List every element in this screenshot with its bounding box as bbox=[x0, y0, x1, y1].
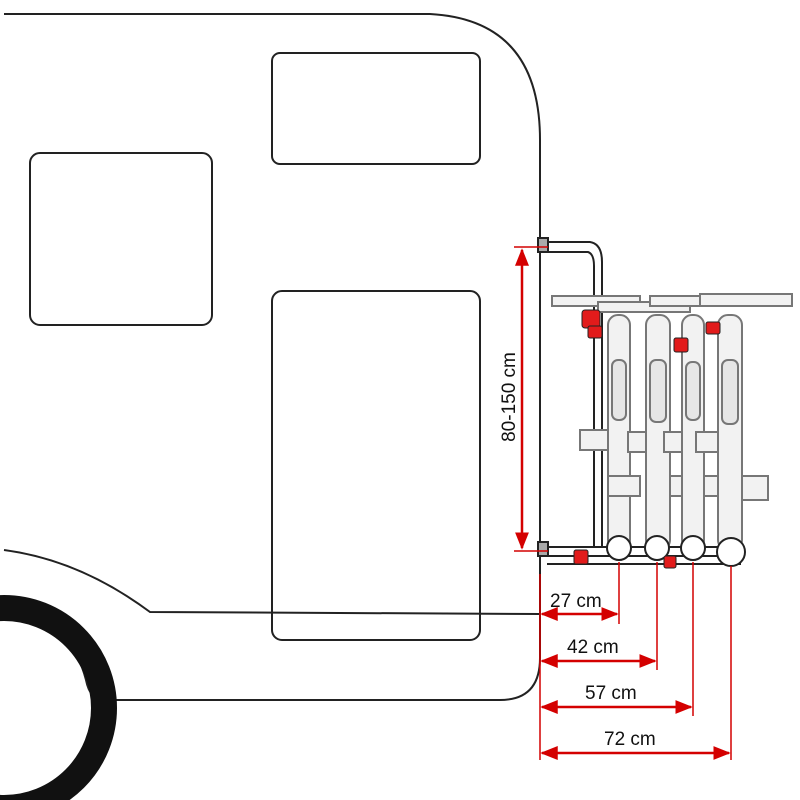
bike-4 bbox=[695, 293, 793, 567]
frame-clamp-3 bbox=[673, 337, 689, 353]
red-clamps bbox=[573, 309, 721, 569]
rear-wheel bbox=[0, 595, 117, 800]
upper-window bbox=[271, 52, 481, 165]
distance-label-27: 27 cm bbox=[550, 591, 602, 612]
distance-dimensions: 27 cm 42 cm 57 cm 72 cm bbox=[539, 562, 732, 760]
upper-mount bbox=[537, 237, 549, 253]
rail-clamp-2 bbox=[663, 555, 677, 569]
rack-upper-arm bbox=[547, 241, 603, 548]
rail-clamp-1 bbox=[573, 549, 589, 565]
frame-clamp-1 bbox=[581, 309, 601, 329]
distance-label-57: 57 cm bbox=[585, 683, 637, 704]
height-dimension: 80-150 cm bbox=[499, 246, 548, 552]
frame-clamp-2 bbox=[587, 325, 603, 339]
height-label: 80-150 cm bbox=[499, 352, 520, 442]
bike-1 bbox=[551, 295, 641, 561]
rear-door bbox=[271, 290, 481, 641]
bike-group bbox=[551, 293, 793, 567]
lower-mount bbox=[537, 541, 549, 557]
distance-label-42: 42 cm bbox=[567, 637, 619, 658]
frame-clamp-4 bbox=[705, 321, 721, 335]
motorhome-rear-body bbox=[3, 13, 541, 701]
distance-label-72: 72 cm bbox=[604, 729, 656, 750]
left-window bbox=[29, 152, 213, 326]
body-side-line bbox=[3, 549, 541, 615]
rack-frame bbox=[537, 237, 741, 565]
